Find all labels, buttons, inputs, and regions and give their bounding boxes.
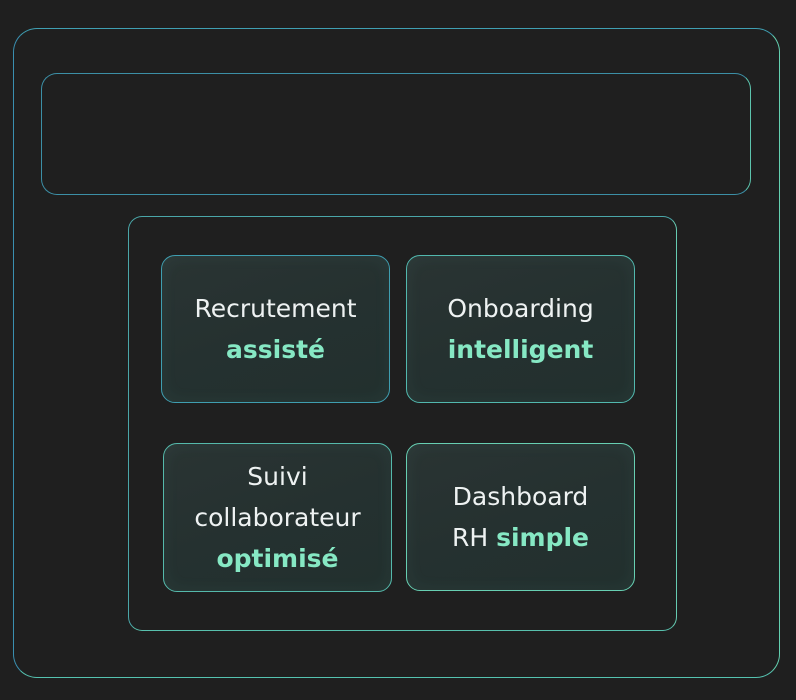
feature-card-highlight: assisté	[226, 335, 325, 364]
feature-card-title: Dashboard	[452, 482, 589, 511]
feature-card-title: Suivi	[247, 462, 308, 491]
feature-card-highlight: simple	[496, 523, 590, 552]
feature-card-subtitle: RH	[451, 523, 489, 552]
feature-card-highlight: intelligent	[447, 335, 594, 364]
feature-card-subtitle: collaborateur	[194, 503, 361, 532]
feature-card-recrutement[interactable]: Recrutement assisté	[161, 255, 390, 403]
feature-panel	[128, 216, 677, 631]
feature-card-dashboard[interactable]: Dashboard RH simple	[406, 443, 635, 591]
feature-card-line2: RH simple	[452, 517, 589, 558]
feature-card-onboarding[interactable]: Onboarding intelligent	[406, 255, 635, 403]
header-bar	[41, 73, 751, 195]
app-frame	[13, 28, 780, 678]
feature-card-title: Recrutement	[194, 294, 357, 323]
feature-card-title: Onboarding	[447, 294, 594, 323]
feature-card-highlight: optimisé	[216, 544, 339, 573]
feature-card-suivi[interactable]: Suivi collaborateur optimisé	[163, 443, 392, 592]
